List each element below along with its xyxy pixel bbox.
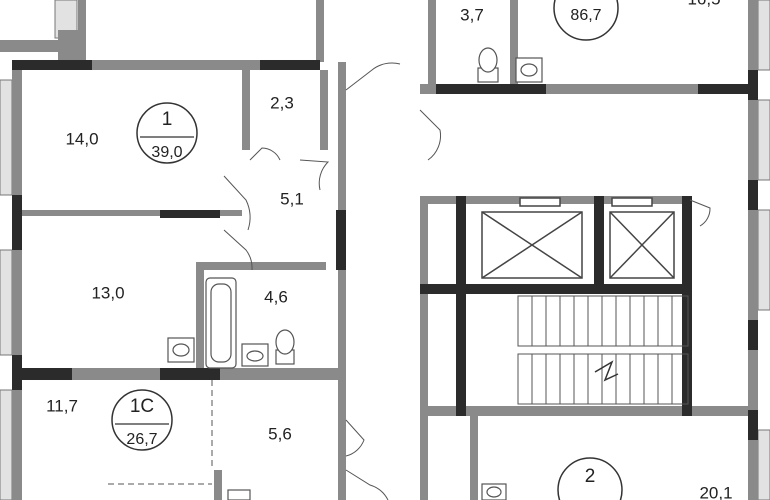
wall-bath-left	[196, 262, 204, 374]
column-left-7	[12, 355, 22, 390]
wall-lift-lobby-top	[420, 84, 758, 94]
column-core-2	[594, 196, 604, 286]
unit-top-area: 86,7	[570, 7, 601, 24]
room-area-2-3: 2,3	[270, 93, 294, 112]
column-core-3	[682, 196, 692, 416]
column-core-1	[456, 196, 466, 416]
column-core-4	[420, 284, 692, 294]
window-right-mid2	[757, 209, 770, 311]
window-left-bottom	[0, 389, 13, 500]
unit-badge-top: 86,7	[553, 0, 619, 41]
unit-1-number: 1	[162, 109, 173, 130]
elevator-shaft-1	[481, 211, 583, 279]
sink-icon	[481, 483, 507, 500]
wall-unit1-inner	[242, 70, 250, 150]
wall-vertical-top-left	[78, 0, 86, 60]
column-right-2	[748, 180, 758, 210]
wall-core-left	[420, 196, 428, 500]
toilet-icon	[477, 47, 499, 83]
room-labels: 14,0 2,3 5,1 13,0 4,6 11,7 5,6 3,7 20,1 …	[46, 0, 732, 500]
wall-top-unit-mid	[510, 0, 518, 86]
bathroom-fixtures	[167, 47, 543, 500]
column-left-1	[12, 60, 92, 70]
unit-badge-1: 1 39,0	[136, 102, 198, 164]
column-left-6	[12, 195, 22, 250]
column-right-3	[748, 320, 758, 350]
column-left-2	[260, 60, 320, 70]
toilet-icon	[275, 329, 295, 365]
room-area-5-6: 5,6	[268, 424, 292, 443]
unit-2-number: 2	[585, 466, 596, 487]
wall-storage	[320, 70, 328, 150]
elevator-shaft-2	[609, 211, 675, 279]
window-right-top	[757, 0, 770, 71]
wall-top-unit1	[12, 60, 320, 70]
sink-icon	[167, 337, 195, 363]
room-area-4-6: 4,6	[264, 287, 288, 306]
room-area-16-5: 16,5	[687, 0, 720, 8]
structural-walls	[12, 60, 758, 440]
bathtub-icon	[205, 277, 237, 369]
room-area-5-1: 5,1	[280, 189, 304, 208]
wall-vertical-top-mid	[316, 0, 324, 62]
column-left-3	[160, 210, 220, 218]
unit-badges: 1 39,0 1С 26,7 86,7 2	[111, 0, 623, 500]
wall-core-bottom	[420, 406, 758, 416]
unit-badge-1c: 1С 26,7	[111, 389, 173, 451]
wall-outer-right	[748, 0, 758, 500]
wall-unit2-left	[470, 416, 478, 500]
elevator-shaft-icon	[481, 197, 675, 279]
column-left-4	[12, 368, 72, 380]
column-right-4	[748, 410, 758, 440]
room-area-14-0: 14,0	[65, 129, 98, 148]
sink-icon	[515, 57, 543, 83]
column-left-5	[160, 368, 220, 380]
unit-badge-2: 2	[557, 457, 623, 500]
door-swing-icon	[108, 62, 711, 500]
column-lobby-2	[698, 84, 758, 94]
room-area-3-7: 3,7	[460, 5, 484, 24]
unit-1-area: 39,0	[151, 144, 182, 161]
window-right-bottom	[757, 429, 770, 500]
column-lobby-1	[436, 84, 546, 94]
window-right-mid	[757, 99, 770, 181]
wall-top-unit-left	[428, 0, 436, 86]
unit-1c-number: 1С	[130, 396, 154, 417]
wall-corridor-left	[338, 62, 346, 500]
wall-room-divider	[22, 210, 242, 216]
wall-column-top	[58, 30, 78, 60]
wall-bath-top	[196, 262, 326, 270]
sink-icon	[241, 343, 269, 367]
toilet-icon	[227, 489, 251, 500]
window-left-top	[0, 79, 13, 196]
column-corridor	[336, 210, 346, 270]
room-area-11-7: 11,7	[46, 396, 78, 415]
stairs-icon	[517, 295, 689, 405]
column-right-1	[748, 70, 758, 100]
wall-outer-left	[12, 60, 22, 500]
unit-1c-area: 26,7	[126, 431, 157, 448]
window-left-mid	[0, 249, 13, 356]
wall-1c-bath	[214, 470, 222, 500]
room-area-13-0: 13,0	[91, 283, 124, 302]
room-area-20-1: 20,1	[699, 483, 732, 500]
